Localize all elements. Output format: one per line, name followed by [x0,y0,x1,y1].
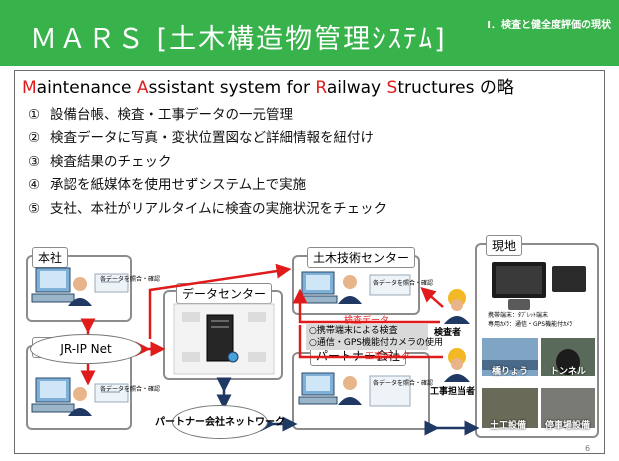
item-number: ④ [28,177,41,194]
subtitle-initial-m: M [22,78,37,98]
subtitle-part: aintenance [36,78,137,98]
photo-station [541,388,595,428]
person-icon [338,376,362,405]
screen-caption: 各データを照合・確認 [100,386,161,393]
list-item: ④ 承認を紙媒体を使用せずシステム上で実施 [28,174,387,197]
item-number: ⑤ [28,200,41,217]
inspector-icon [444,289,470,324]
person-icon [338,275,362,304]
feature-list: ① 設備台帳、検査・工事データの一元管理 ② 検査データに写真・変状位置図など詳細情… [28,104,387,221]
inspector-label: 検査者 [434,328,462,338]
list-item: ⑤ 支社、本社がリアルタイムに検査の実施状況をチェック [28,198,387,221]
subtitle-part: tructures の略 [397,78,514,98]
item-text: 検査データに写真・変状位置図など詳細情報を紐付け [50,130,374,147]
section-label: Ⅰ．検査と健全度評価の現状 [487,20,611,31]
person-icon [68,277,92,306]
item-text: 支社、本社がリアルタイムに検査の実施状況をチェック [50,200,388,217]
computer-icon [31,267,75,303]
honsha-label: 本社 [32,247,69,268]
item-text: 検査結果のチェック [50,153,172,170]
computer-icon [298,372,338,405]
datacenter-label: データセンター [176,283,273,304]
item-text: 承認を紙媒体を使用せずシステム上で実施 [50,177,307,194]
construction-worker-icon [444,348,470,382]
subtitle-part: ssistant system for [148,78,316,98]
slide-title: ＭＡＲＳ [土木構造物管理ｼｽﾃﾑ] [30,24,447,55]
content-frame [14,70,605,454]
photo-caption-station: 停車場設備 [545,421,591,431]
list-item: ① 設備台帳、検査・工事データの一元管理 [28,104,387,127]
item-number: ③ [28,153,41,170]
inspection-data-label: 検査データ [344,316,390,326]
item-text: 設備台帳、検査・工事データの一元管理 [50,107,293,123]
jr-ip-net-node: JR-IP Net [30,334,142,364]
photo-caption-earthwork: 土工設備 [490,421,527,431]
subtitle-part: ailway [326,78,387,98]
device-note: 専用ｶﾒﾗ：通信・GPS機能付ｶﾒﾗ [488,321,573,328]
screen-text-line [101,391,120,393]
screen-caption: 各データを照合・確認 [373,280,434,287]
person-icon [68,387,92,416]
inspection-note: ○携帯端末による検査 [309,326,398,336]
arrow-net-center [148,263,292,339]
construction-data-label: 工事データ [365,352,411,362]
construction-person-label: 工事担当者 [430,387,476,397]
genchi-label: 現地 [486,235,523,256]
inspection-notes: ○携帯端末による検査 ○通信・GPS機能付カメラの使用 [306,324,443,350]
server-icon [173,303,275,375]
subtitle: Maintenance Assistant system for Railway… [22,73,514,98]
subtitle-initial-s: S [386,78,398,98]
subtitle-initial-a: A [136,78,149,98]
photo-caption-bridge: 橋りょう [492,367,529,377]
arrow-inspection-data [292,288,440,324]
photo-caption-tunnel: トンネル [550,367,586,377]
photo-earthwork [482,388,538,428]
computer-icon [298,271,338,304]
screen-icon [369,375,411,407]
screen-caption: 各データを照合・確認 [100,276,161,283]
inspection-note: ○通信・GPS機能付カメラの使用 [309,338,443,348]
partner-network-node: パートナー会社ネットワーク [155,405,285,439]
computer-icon [31,377,75,413]
screen-icon [369,274,411,296]
title-bar: ＭＡＲＳ [土木構造物管理ｼｽﾃﾑ] Ⅰ．検査と健全度評価の現状 [0,0,619,66]
photo-tunnel-portal [556,349,580,375]
item-number: ② [28,130,41,147]
subtitle-initial-r: R [315,78,327,98]
arrow-inspector-center [420,287,444,308]
item-number: ① [28,107,41,123]
list-item: ② 検査データに写真・変状位置図など詳細情報を紐付け [28,127,387,150]
page-number: 6 [585,444,591,453]
device-note: 携帯端末：ﾀﾌﾞﾚｯﾄ端末 [488,312,549,319]
photo-bridge-deck [482,360,538,370]
screen-caption: 各データを照合・確認 [373,380,434,387]
screen-text-line [101,281,120,283]
doboku-center-label: 土木技術センター [307,247,416,268]
tablet-icon [492,262,586,310]
arrow-construction-data [298,325,443,359]
list-item: ③ 検査結果のチェック [28,151,387,174]
